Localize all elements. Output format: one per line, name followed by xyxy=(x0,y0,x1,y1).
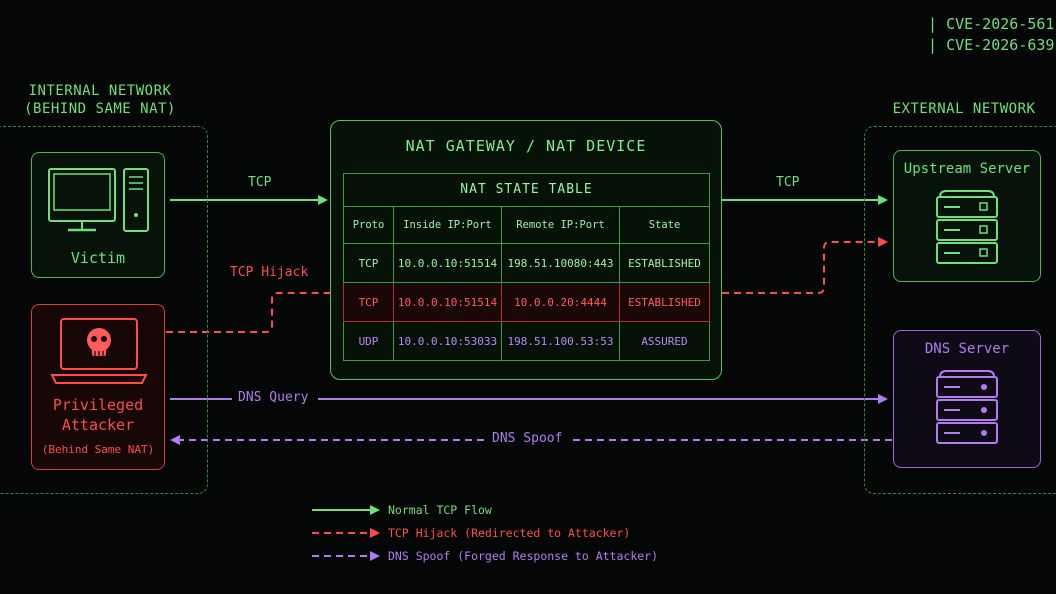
hijack-left-path xyxy=(166,292,342,333)
dns-server-node[interactable]: DNS Server xyxy=(893,330,1041,468)
table-cell: TCP xyxy=(343,243,394,283)
table-cell: 10.0.0.20:4444 xyxy=(501,282,620,322)
table-cell: TCP xyxy=(343,282,394,322)
tcp-hijack-label: TCP Hijack xyxy=(230,265,309,280)
table-cell: 198.51.100.53:53 xyxy=(501,321,620,361)
legend-normal-tcp: Normal TCP Flow xyxy=(388,503,492,517)
tcp-in-label: TCP xyxy=(248,175,272,190)
column-header: State xyxy=(619,206,710,244)
upstream-server-label: Upstream Server xyxy=(903,161,1031,177)
external-network-title: EXTERNAL NETWORK xyxy=(892,101,1036,117)
server-icon xyxy=(936,190,998,264)
nat-state-table: NAT STATE TABLE Proto Inside IP:Port Rem… xyxy=(343,173,710,361)
table-row: TCP 10.0.0.10:51514 198.51.10080:443 EST… xyxy=(343,243,710,283)
table-cell: 10.0.0.10:51514 xyxy=(393,282,502,322)
tcp-out-label: TCP xyxy=(776,175,800,190)
dns-query-label: DNS Query xyxy=(238,390,309,405)
cve-id: CVE-2026-561 xyxy=(928,14,1054,35)
attacker-label: Privileged Attacker xyxy=(52,396,144,434)
victim-node[interactable]: Victim xyxy=(31,152,165,278)
hijack-right-path xyxy=(722,237,888,294)
skull-laptop-icon xyxy=(50,318,148,384)
table-cell: UDP xyxy=(343,321,394,361)
computer-icon xyxy=(48,168,149,232)
dns-server-label: DNS Server xyxy=(924,341,1010,357)
legend-tcp-hijack: TCP Hijack (Redirected to Attacker) xyxy=(388,526,631,540)
legend-dns-spoof: DNS Spoof (Forged Response to Attacker) xyxy=(388,549,659,563)
victim-label: Victim xyxy=(70,249,126,267)
dns-spoof-label: DNS Spoof xyxy=(492,431,563,446)
attacker-sublabel: (Behind Same NAT) xyxy=(41,443,155,456)
upstream-server-node[interactable]: Upstream Server xyxy=(893,150,1041,282)
table-cell: ESTABLISHED xyxy=(619,243,710,283)
internal-network-zone xyxy=(0,126,208,494)
server-icon xyxy=(936,370,998,444)
internal-network-title: INTERNAL NETWORK (BEHIND SAME NAT) xyxy=(24,83,176,117)
table-cell: ESTABLISHED xyxy=(619,282,710,322)
nat-gateway[interactable]: NAT GATEWAY / NAT DEVICE NAT STATE TABLE… xyxy=(330,120,722,380)
table-cell: 10.0.0.10:51514 xyxy=(393,243,502,283)
table-header-row: Proto Inside IP:Port Remote IP:Port Stat… xyxy=(343,206,710,244)
table-cell: ASSURED xyxy=(619,321,710,361)
attacker-node[interactable]: Privileged Attacker (Behind Same NAT) xyxy=(31,304,165,470)
gateway-title: NAT GATEWAY / NAT DEVICE xyxy=(405,137,647,155)
table-cell: 10.0.0.10:53033 xyxy=(393,321,502,361)
external-network-zone xyxy=(864,126,1056,494)
column-header: Proto xyxy=(343,206,394,244)
table-title: NAT STATE TABLE xyxy=(343,173,710,206)
cve-id: CVE-2026-639 xyxy=(928,35,1054,56)
column-header: Inside IP:Port xyxy=(393,206,502,244)
table-row-udp: UDP 10.0.0.10:53033 198.51.100.53:53 ASS… xyxy=(343,321,710,361)
table-row-hijacked: TCP 10.0.0.10:51514 10.0.0.20:4444 ESTAB… xyxy=(343,282,710,322)
column-header: Remote IP:Port xyxy=(501,206,620,244)
cve-list: CVE-2026-561 CVE-2026-639 xyxy=(928,14,1054,56)
table-cell: 198.51.10080:443 xyxy=(501,243,620,283)
